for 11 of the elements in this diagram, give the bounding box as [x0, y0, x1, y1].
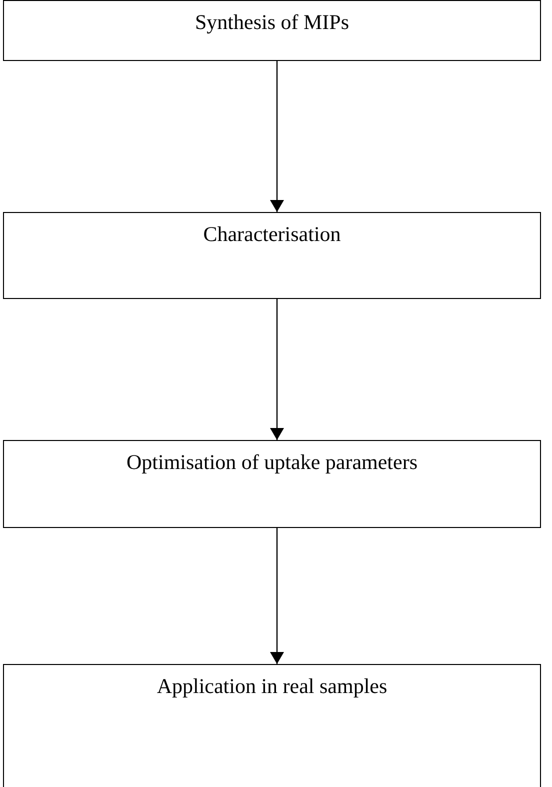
process-box [3, 212, 541, 299]
process-box [3, 664, 541, 787]
process-box [3, 440, 541, 528]
process-box [3, 0, 541, 61]
box-label: Application in real samples [156, 674, 388, 699]
box-label: Optimisation of uptake parameters [126, 450, 418, 475]
arrow [270, 299, 284, 440]
arrow [270, 528, 284, 664]
arrow [270, 61, 284, 212]
box-label: Synthesis of MIPs [194, 10, 350, 35]
box-label: Characterisation [203, 222, 341, 247]
